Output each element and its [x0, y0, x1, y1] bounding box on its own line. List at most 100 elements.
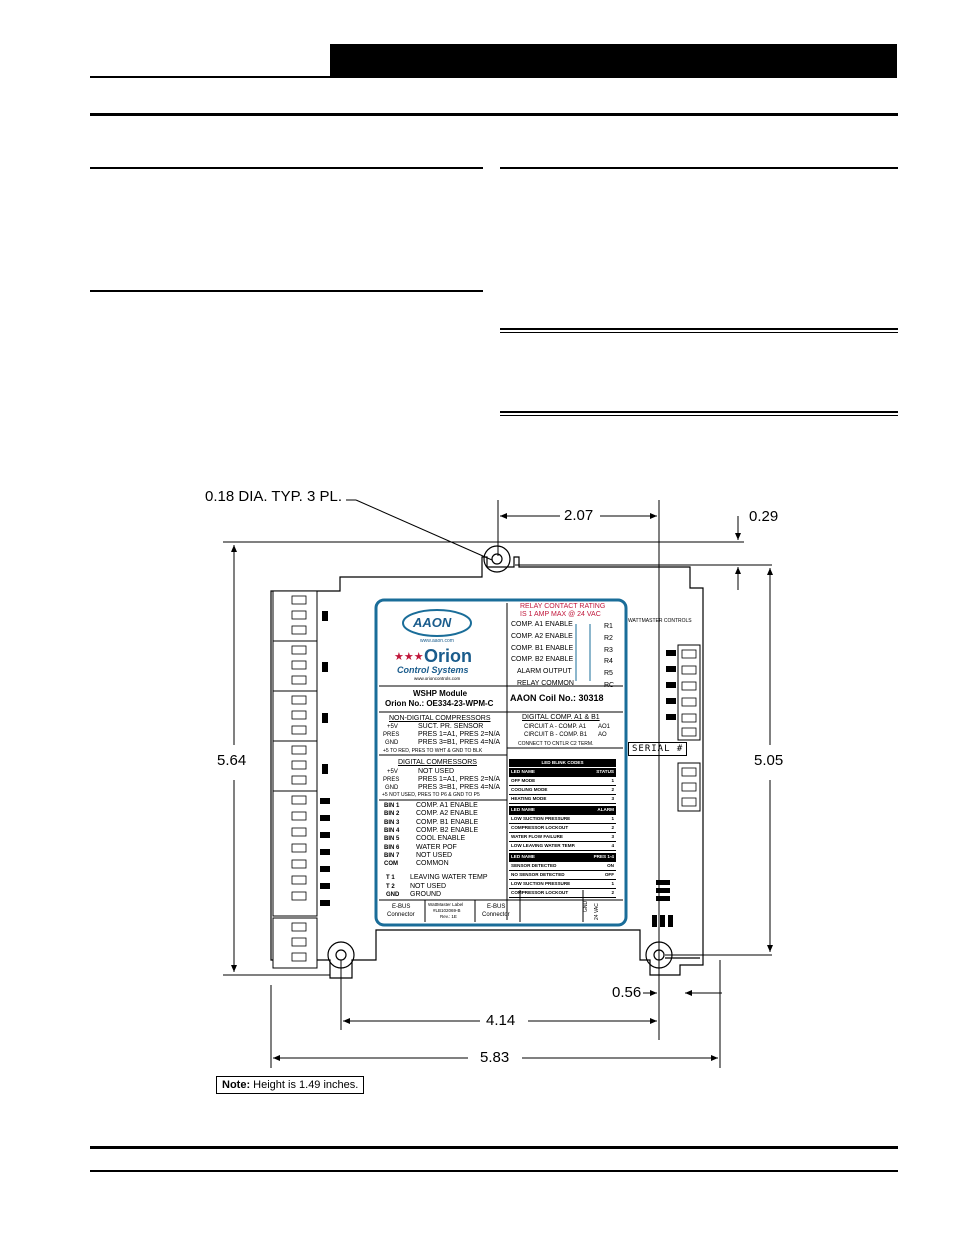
- wm-label-1: WattMaster Label: [428, 902, 464, 907]
- temp-pin: T 1: [386, 875, 395, 881]
- relay-code: R4: [604, 658, 613, 666]
- led-cell: SENSOR DETECTED: [511, 863, 557, 868]
- led-row: LOW LEAVING WATER TEMP.4: [509, 842, 616, 851]
- orion-subtitle: Control Systems: [397, 665, 469, 675]
- relay-code: RC: [604, 682, 615, 689]
- led-head-cell: PRES 1-4: [593, 854, 614, 859]
- digital-title: DIGITAL COMRESSORS: [398, 759, 477, 766]
- led-cell: COMPRESSOR LOCKOUT: [511, 890, 569, 895]
- top-rule: [90, 113, 898, 116]
- relay-rating-1: RELAY CONTACT RATING: [520, 603, 606, 610]
- binary-pin: COM: [384, 861, 398, 868]
- note-rule-bottom: [500, 411, 898, 416]
- led-cell: LOW SUCTION PRESSURE: [511, 881, 571, 886]
- section-rule-right-1: [500, 167, 898, 169]
- binary-pin: BIN 3: [384, 819, 400, 826]
- led-cell: 2: [611, 787, 614, 792]
- gnd-label: GND: [583, 900, 589, 912]
- led-cell: OFF MODE: [511, 778, 536, 783]
- led-cell: OFF: [604, 872, 614, 877]
- led-cell: COOLING MODE: [511, 787, 548, 792]
- nd-desc-1: SUCT. PR. SENSOR: [418, 723, 484, 730]
- nd-desc-2: PRES 1=A1, PRES 2=N/A: [418, 731, 501, 738]
- led-cell: ON: [607, 863, 614, 868]
- binary-pin: BIN 5: [384, 836, 400, 843]
- led-row: LOW SUCTION PRESSURE 1: [509, 815, 616, 824]
- temp-pin: GND: [386, 892, 400, 898]
- led-row: NO SENSOR DETECTED OFF: [509, 871, 616, 880]
- temp-pin: T 2: [386, 883, 395, 890]
- binary-desc: COMP. B1 ENABLE: [416, 818, 479, 826]
- nd-note: +5 TO RED, PRES TO WHT & GND TO BLK: [383, 748, 483, 754]
- binary-pin: BIN 1: [384, 803, 400, 809]
- note-label: Note:: [222, 1079, 251, 1091]
- temp-desc: NOT USED: [410, 882, 447, 890]
- orion-url: www.orioncontrols.com: [414, 676, 461, 681]
- led-head-cell: STATUS: [596, 769, 614, 774]
- non-digital-title: NON-DIGITAL COMPRESSORS: [389, 715, 491, 722]
- section-rule-left-1: [90, 167, 483, 169]
- led-row: LOW SUCTION PRESSURE 1: [509, 880, 616, 889]
- nd-pin-3: GND: [385, 740, 399, 746]
- note-rule-top: [500, 328, 898, 333]
- led-cell: 1: [611, 816, 614, 821]
- footer-rule-1: [90, 1146, 898, 1149]
- relay-code: R1: [604, 623, 613, 630]
- temp-desc: GROUND: [410, 891, 442, 898]
- led-table-title: LED BLINK CODES: [509, 759, 616, 767]
- ebus-right-connector: Connector: [482, 912, 510, 918]
- led-cell: 4: [611, 843, 614, 848]
- relay-code: R5: [604, 670, 613, 678]
- binary-pin: BIN 6: [384, 844, 400, 851]
- led-cell: LOW SUCTION PRESSURE: [511, 816, 571, 821]
- led-head-cell: ALARM: [597, 807, 614, 812]
- binary-pin: BIN 2: [384, 811, 400, 818]
- d-desc-1: NOT USED: [418, 768, 455, 775]
- serial-label: SERIAL #: [628, 742, 688, 756]
- led-head-cell: LED NAME: [511, 854, 535, 859]
- relay-name: ALARM OUTPUT: [517, 668, 572, 676]
- circuit-a: CIRCUIT A - COMP. A1: [524, 724, 587, 730]
- led-cell: NO SENSOR DETECTED: [511, 872, 565, 877]
- inner-width-dimension: 4.14: [484, 1012, 518, 1029]
- stars-icon: ★★★: [394, 651, 424, 663]
- binary-desc: NOT USED: [416, 851, 453, 859]
- led-cell: 1: [611, 881, 614, 886]
- right-height-dimension: 5.05: [752, 752, 786, 769]
- bottom-offset-dimension: 0.56: [610, 984, 644, 1001]
- relay-code: R2: [604, 634, 613, 642]
- relay-name: COMP. B2 ENABLE: [511, 656, 574, 664]
- led-group-head: LED NAME PRES 1-4: [509, 853, 616, 862]
- relay-name: RELAY COMMON: [517, 680, 574, 687]
- ebus-right-title: E-BUS: [487, 904, 506, 910]
- led-cell: HEATING MODE: [511, 796, 547, 801]
- overall-width-dimension: 5.83: [478, 1049, 512, 1066]
- aaon-url: www.aaon.com: [420, 638, 454, 644]
- binary-desc: COMP. A1 ENABLE: [416, 802, 478, 809]
- header-bar: [330, 44, 897, 78]
- binary-desc: COOL ENABLE: [416, 835, 466, 843]
- led-cell: 2: [611, 825, 614, 830]
- led-cell: 2: [611, 890, 614, 895]
- nd-pin-2: PRES: [383, 732, 400, 738]
- binary-desc: COMP. B2 ENABLE: [416, 826, 479, 834]
- cntlr-note: CONNECT TO CNTLR C2 TERM.: [518, 741, 594, 747]
- binary-desc: WATER POF: [416, 843, 457, 851]
- circuit-a-code: AO1: [598, 724, 611, 730]
- top-offset-dimension: 0.29: [747, 508, 781, 525]
- header-line: [90, 76, 330, 78]
- section-rule-left-2: [90, 290, 483, 292]
- binary-pin: BIN 7: [384, 852, 400, 859]
- module-title: WSHP Module: [413, 689, 468, 698]
- led-head-cell: LED NAME: [511, 769, 535, 774]
- led-group-head: LED NAME STATUS: [509, 768, 616, 777]
- led-row: COOLING MODE 2: [509, 786, 616, 795]
- relay-name: COMP. A2 ENABLE: [511, 632, 573, 640]
- d-pin-2: PRES: [383, 777, 400, 783]
- nd-pin-1: +5V: [387, 724, 398, 730]
